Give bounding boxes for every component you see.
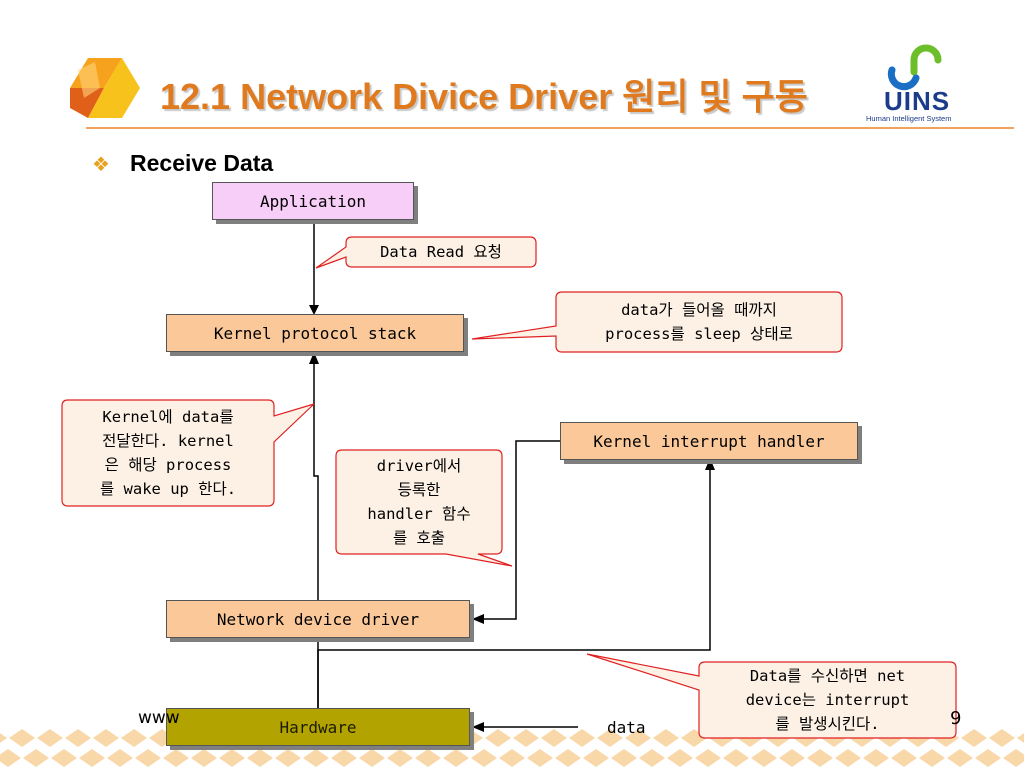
footer-diamond: [1017, 733, 1024, 743]
footer-diamond: [65, 729, 91, 747]
arrow-heads: [309, 305, 715, 732]
footer-diamond: [695, 749, 721, 767]
network-device-driver-box: Network device driver: [166, 600, 470, 638]
callout-sleep: data가 들어올 때까지 process를 sleep 상태로: [556, 292, 842, 352]
bullet-diamond-icon: ❖: [92, 152, 110, 176]
callout-line: device는 interrupt: [745, 691, 910, 709]
footer-diamond: [121, 729, 147, 747]
footer-diamond: [191, 749, 217, 767]
footer-diamond: [0, 749, 21, 767]
callout-bubbles: [61, 236, 957, 739]
footer-diamond: [37, 729, 63, 747]
callout-line: 등록한: [397, 481, 441, 499]
footer-url: www: [138, 708, 180, 728]
footer-diamond: [135, 749, 161, 767]
footer-diamond: [485, 729, 511, 747]
footer-diamond: [625, 729, 651, 747]
footer-diamond: [79, 749, 105, 767]
footer-diamond: [891, 749, 917, 767]
footer-diamond: [863, 749, 889, 767]
footer-diamond: [723, 749, 749, 767]
slide-title: 12.1 Network Divice Driver 원리 및 구동: [160, 76, 808, 117]
callout-line: 를 호출: [392, 529, 446, 547]
footer-diamond: [583, 749, 609, 767]
footer-diamond: [513, 729, 539, 747]
incoming-data-label: data: [607, 718, 646, 737]
callout-line: driver에서: [376, 457, 462, 475]
footer-diamond: [415, 749, 441, 767]
footer-diamond: [0, 733, 7, 743]
footer-diamond: [947, 749, 973, 767]
footer-diamond: [247, 749, 273, 767]
footer-diamond: [541, 729, 567, 747]
callout-line: data가 들어올 때까지: [621, 301, 777, 319]
footer-diamond: [331, 749, 357, 767]
footer-diamond: [93, 729, 119, 747]
footer-diamond: [527, 749, 553, 767]
footer-diamond: [219, 749, 245, 767]
callout-line: Data Read 요청: [380, 243, 502, 261]
callout-handler: driver에서 등록한 handler 함수 를 호출: [336, 450, 502, 554]
footer-diamond: [653, 729, 679, 747]
footer-diamond: [387, 749, 413, 767]
footer-diamond: [835, 749, 861, 767]
footer-diamond: [569, 729, 595, 747]
bullet-heading: Receive Data: [130, 150, 274, 176]
footer-diamond: [667, 749, 693, 767]
kernel-interrupt-handler-box: Kernel interrupt handler: [560, 422, 858, 460]
footer-diamond: [1003, 749, 1024, 767]
footer-diamond: [639, 749, 665, 767]
kernel-protocol-stack-box: Kernel protocol stack: [166, 314, 464, 352]
footer-diamond: [275, 749, 301, 767]
callout-line: 를 wake up 한다.: [99, 480, 237, 498]
footer-diamond: [471, 749, 497, 767]
footer-diamond: [779, 749, 805, 767]
footer-diamond: [975, 749, 1001, 767]
application-box: Application: [212, 182, 414, 220]
logo-name: UINS: [884, 86, 951, 116]
callout-line: 은 해당 process: [104, 456, 232, 474]
footer-diamond: [555, 749, 581, 767]
callout-line: 를 발생시킨다.: [775, 715, 880, 733]
logo-subtitle: Human Intelligent System: [866, 114, 952, 123]
footer-diamond: [751, 749, 777, 767]
callout-interrupt: Data를 수신하면 net device는 interrupt 를 발생시킨다…: [699, 662, 956, 738]
callout-line: Data를 수신하면 net: [749, 667, 906, 685]
callout-data-read: Data Read 요청: [346, 237, 536, 267]
uins-logo-icon: [887, 44, 942, 91]
footer-diamond: [961, 729, 987, 747]
footer-diamond: [107, 749, 133, 767]
connector-lines: [313, 222, 711, 728]
title-divider: [86, 127, 1014, 129]
footer-diamond: [989, 729, 1015, 747]
footer-diamond: [303, 749, 329, 767]
footer-diamond: [163, 749, 189, 767]
callout-line: 전달한다. kernel: [102, 432, 234, 450]
footer-diamond: [807, 749, 833, 767]
page-number: 9: [950, 708, 962, 729]
footer-diamond: [499, 749, 525, 767]
callout-line: handler 함수: [367, 505, 471, 523]
footer-diamond: [611, 749, 637, 767]
callout-wake-up: Kernel에 data를 전달한다. kernel 은 해당 process …: [62, 400, 274, 506]
footer-diamond: [23, 749, 49, 767]
footer-diamond: [9, 729, 35, 747]
footer-diamond: [443, 749, 469, 767]
footer-diamond: [359, 749, 385, 767]
footer-diamond: [597, 729, 623, 747]
footer-diamond: [919, 749, 945, 767]
callout-line: process를 sleep 상태로: [605, 325, 793, 343]
hardware-box: Hardware: [166, 708, 470, 746]
footer-diamond: [51, 749, 77, 767]
callout-line: Kernel에 data를: [102, 408, 234, 426]
cube-icon: [70, 58, 140, 118]
